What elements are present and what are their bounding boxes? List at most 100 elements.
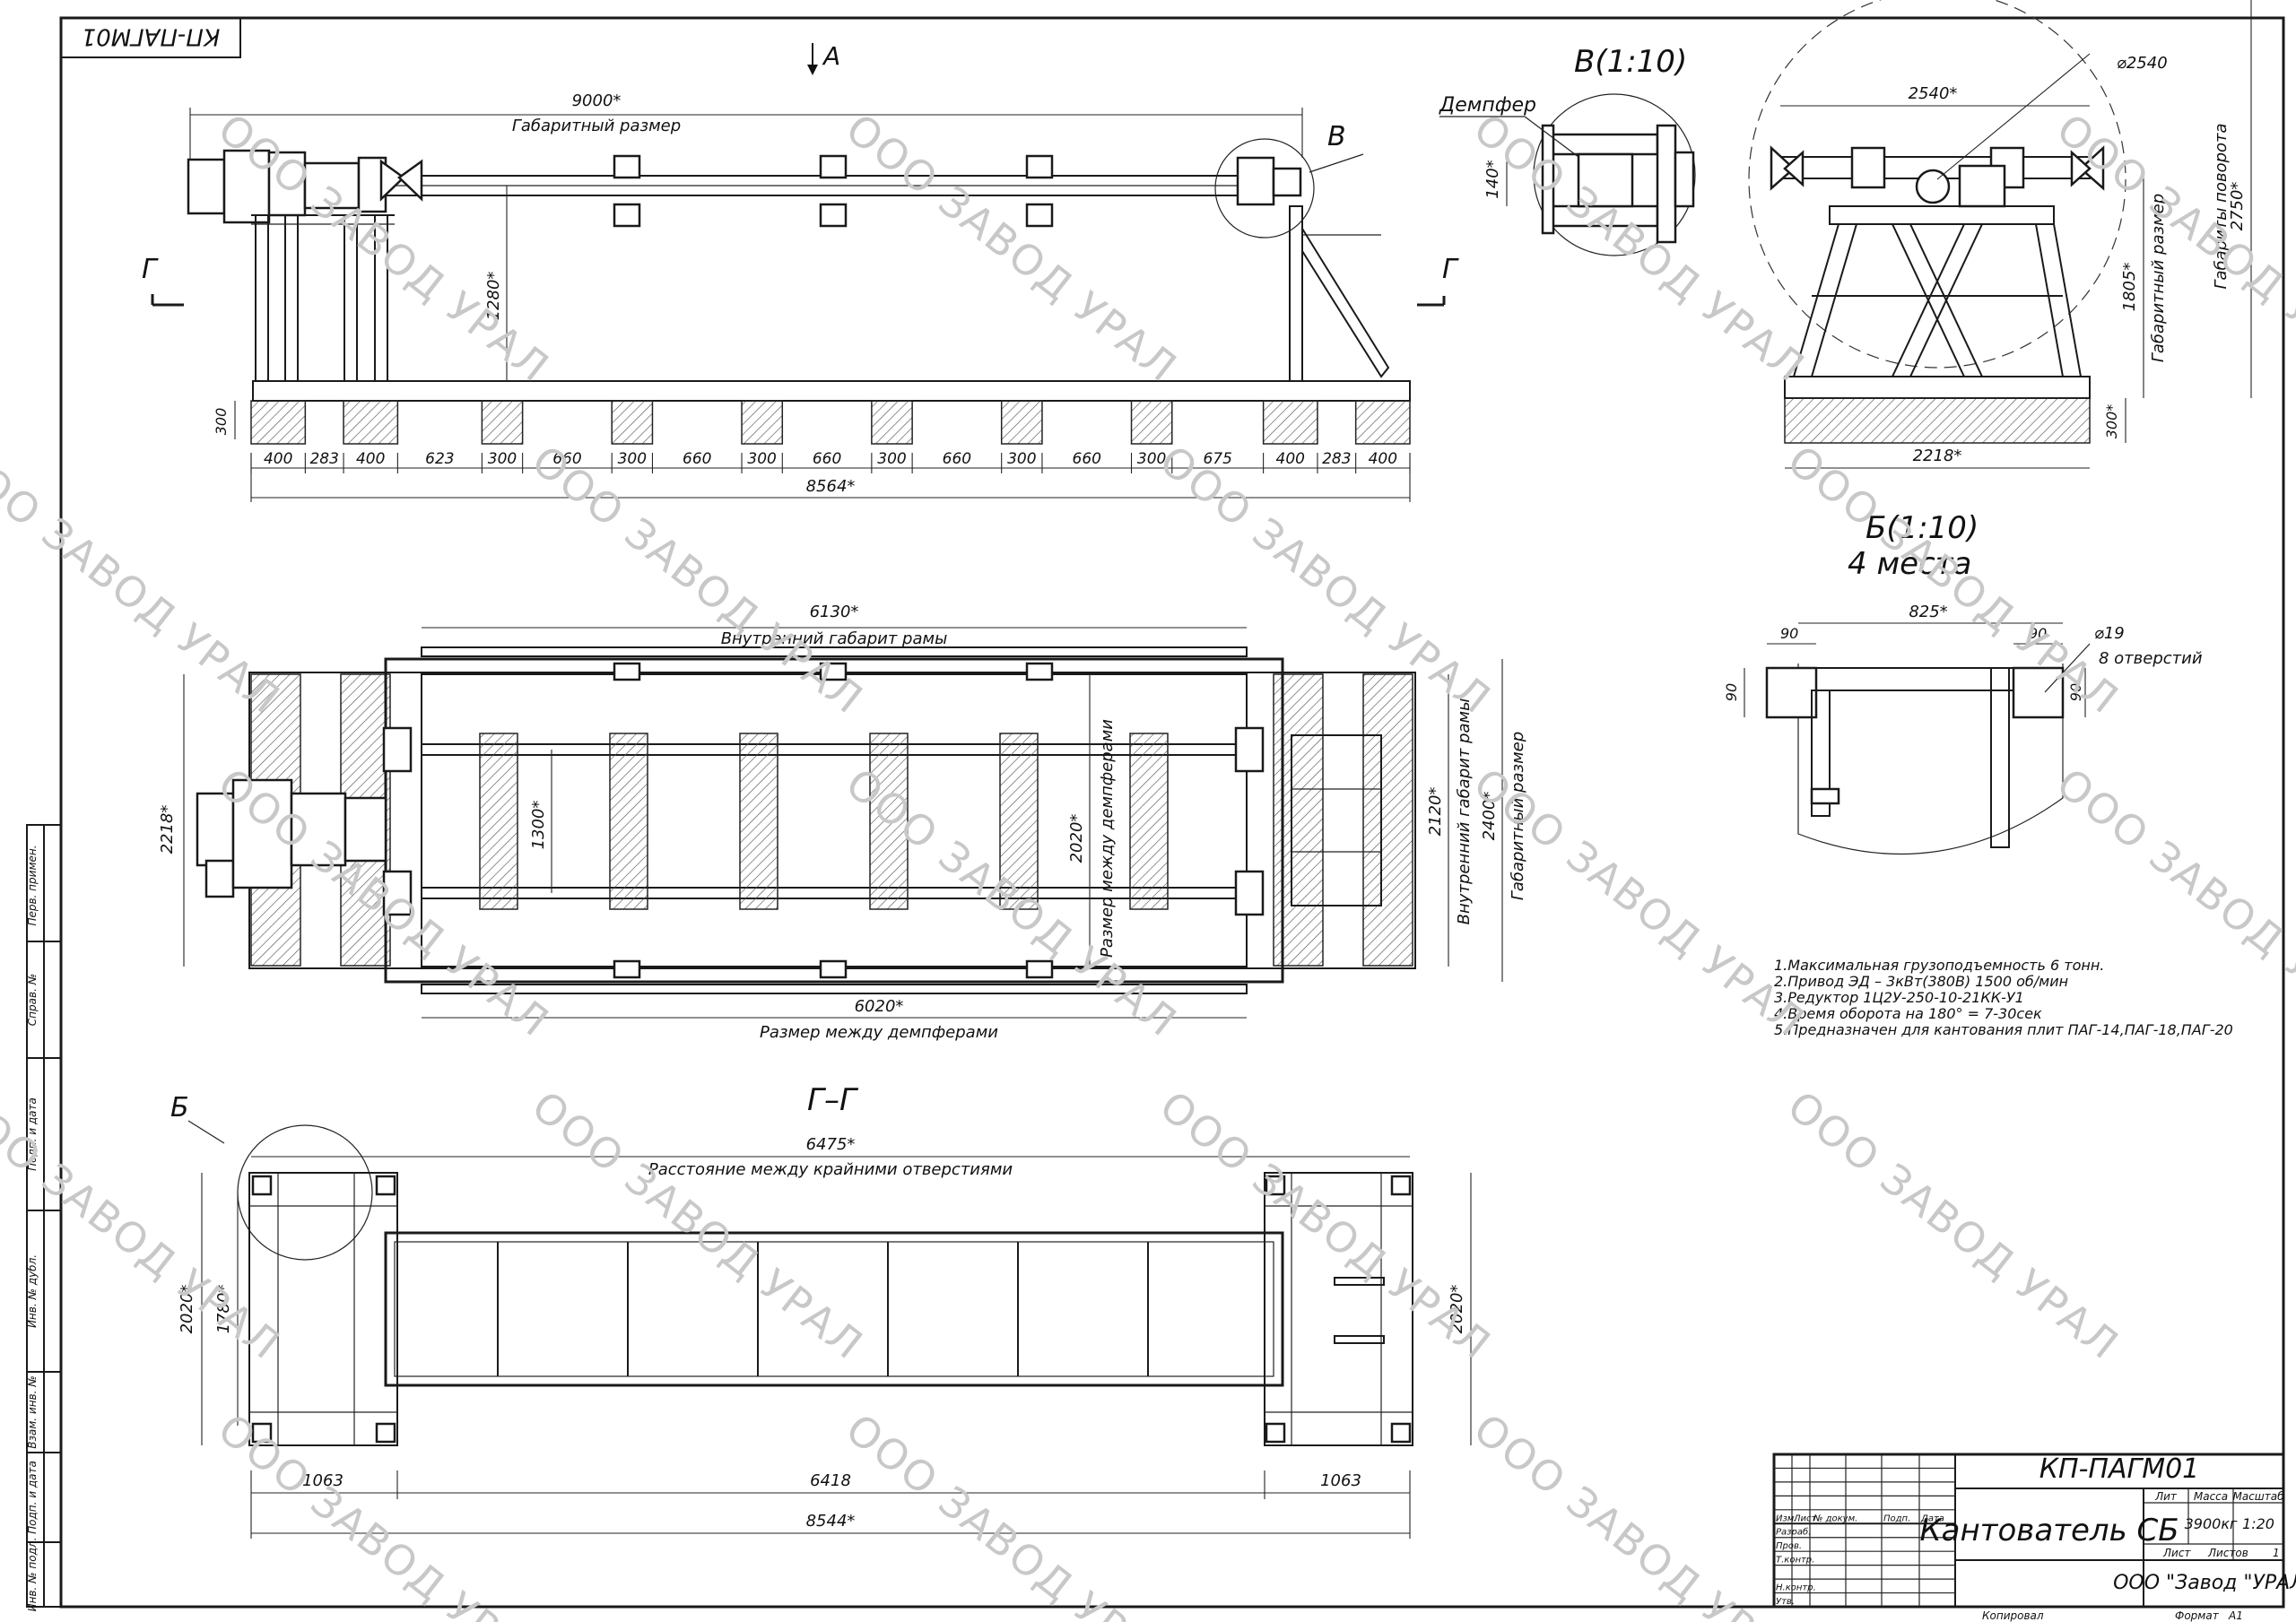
- foundation-block: [1354, 400, 1411, 445]
- fv-height: 1280*: [484, 272, 503, 321]
- plan-damper: [382, 870, 413, 916]
- sv-hframe: 1805*: [2120, 263, 2139, 312]
- spacing-label: 300: [747, 450, 776, 468]
- sg-h1780: 1780*: [214, 1285, 233, 1334]
- plan-clamp: [613, 959, 641, 979]
- detail-b-sub: 4 места: [1848, 546, 1971, 582]
- db-hole-caption: 8 отверстий: [2099, 649, 2203, 668]
- plan-view: 6130* Внутренний габарит рамы 6020* Разм…: [158, 603, 1527, 1042]
- fv-base: 300: [213, 408, 230, 436]
- pv-damper-caption: Размер между демпферами: [760, 1023, 998, 1042]
- spacing-label: 283: [309, 450, 338, 468]
- front-view: 9000* Габаритный размер 1280* 300 400 283…: [142, 41, 1459, 502]
- tb-name: Кантователь СБ: [1919, 1513, 2179, 1548]
- sv-base: 300*: [2103, 404, 2120, 439]
- corner-plate: [375, 1422, 396, 1444]
- db-90c: 90: [1723, 683, 1740, 701]
- beam-clamp: [1025, 203, 1054, 228]
- spacing-label: 400: [356, 450, 385, 468]
- sg-holes-caption: Расстояние между крайними отверстиями: [648, 1160, 1013, 1179]
- support-plate: [739, 733, 778, 910]
- spacing-label: 400: [1276, 450, 1305, 468]
- watermark-text: ООО ЗАВОД УРАЛ: [1465, 759, 1814, 1046]
- side-stamp-label: Взам. инв. №: [26, 1375, 39, 1448]
- view-b-label: В: [1327, 121, 1346, 152]
- plan-clamp: [819, 959, 848, 979]
- foundation-block: [871, 400, 913, 445]
- tb-role: Т.контр.: [1776, 1556, 1814, 1566]
- beam-clamp: [819, 154, 848, 179]
- foundation-block: [1130, 400, 1173, 445]
- side-stamp-label: Справ. №: [26, 974, 39, 1026]
- plan-clamp: [1025, 959, 1054, 979]
- plan-damper: [1234, 726, 1265, 773]
- plan-clamp: [819, 662, 848, 681]
- spacing-label: 623: [425, 450, 454, 468]
- beam-clamp: [1025, 154, 1054, 179]
- spacing-label: 300: [488, 450, 517, 468]
- sv-base-w: 2218*: [1913, 447, 1962, 465]
- side-stamp-label: Подп. и дата: [26, 1461, 39, 1534]
- db-90d: 90: [2067, 683, 2084, 701]
- tb-sheet: Лист: [2162, 1547, 2191, 1559]
- tb-col-header: Подп.: [1883, 1514, 1910, 1523]
- sg-1063l: 1063: [302, 1471, 344, 1490]
- spacing-label: 400: [264, 450, 292, 468]
- foundation-block: [611, 400, 654, 445]
- spacing-label: 660: [552, 450, 581, 468]
- foundation-block: [481, 400, 524, 445]
- corner-plate: [251, 1175, 273, 1196]
- tb-scale: 1:20: [2242, 1515, 2274, 1532]
- tb-role: Утв.: [1776, 1597, 1795, 1607]
- section-g-right: Г: [1442, 254, 1459, 285]
- sv-htotal: 2750*: [2228, 182, 2247, 231]
- watermark-text: ООО ЗАВОД УРАЛ: [837, 1404, 1187, 1622]
- detail-b: Б(1:10) 4 места 825* 90 90 90 90 ⌀19 8 о…: [1723, 510, 2203, 855]
- sv-width: 2540*: [1909, 84, 1958, 103]
- tb-company: ООО "Завод "УРАЛ": [2113, 1572, 2296, 1594]
- spacing-label: 660: [1073, 450, 1101, 468]
- corner-plate: [251, 1422, 273, 1444]
- watermark-text: ООО ЗАВОД УРАЛ: [1151, 1081, 1500, 1369]
- foundation-block: [741, 400, 784, 445]
- tb-sheets-val: 1: [2273, 1547, 2280, 1559]
- note-line: 4.Время оборота на 180° = 7-30сек: [1774, 1005, 2042, 1022]
- tb-col-scale: Масштаб: [2232, 1490, 2284, 1503]
- tb-code: КП-ПАГМ01: [2039, 1453, 2200, 1485]
- side-stamp-label: Инв. № дубл.: [26, 1254, 39, 1328]
- tb-col-lit: Лит: [2154, 1490, 2178, 1503]
- sg-h2020r: 2020*: [1448, 1285, 1466, 1334]
- corner-plate: [1265, 1422, 1286, 1444]
- plan-clamp: [613, 662, 641, 681]
- sg-holes: 6475*: [806, 1135, 856, 1154]
- fv-length-caption: Габаритный размер: [512, 117, 681, 135]
- support-plate: [999, 733, 1039, 910]
- note-line: 5.Предназначен для кантования плит ПАГ-1…: [1774, 1021, 2233, 1038]
- tb-sheets: Листов: [2207, 1547, 2248, 1559]
- tb-col-header: Изм.: [1776, 1514, 1797, 1523]
- pv-w2020: 2020*: [1067, 814, 1086, 863]
- sg-total: 8544*: [806, 1512, 856, 1531]
- tb-col-header: Лист: [1793, 1514, 1818, 1523]
- note-line: 3.Редуктор 1Ц2У-250-10-21КК-У1: [1774, 989, 2024, 1006]
- tb-col-header: № докум.: [1813, 1514, 1857, 1523]
- section-gg-title: Г–Г: [807, 1082, 859, 1118]
- pv-damper: 6020*: [855, 997, 904, 1016]
- tb-role: Разраб.: [1776, 1527, 1811, 1538]
- support-plate: [869, 733, 909, 910]
- spacing-label: 300: [1007, 450, 1036, 468]
- fv-length: 9000*: [572, 91, 622, 110]
- spacing-label: 300: [1137, 450, 1166, 468]
- spacing-label: 660: [683, 450, 711, 468]
- db-span: 825*: [1909, 603, 1947, 621]
- arrow-a-label: А: [822, 41, 840, 71]
- plan-damper: [382, 726, 413, 773]
- corner-plate: [375, 1175, 396, 1196]
- pv-w2020-caption: Размер между демпферами: [1098, 719, 1117, 958]
- fv-total: 8564*: [806, 477, 856, 496]
- db-90b: 90: [2029, 625, 2047, 642]
- watermark-text: ООО ЗАВОД УРАЛ: [1151, 436, 1500, 724]
- sg-1063r: 1063: [1320, 1471, 1361, 1490]
- watermark-text: ООО ЗАВОД УРАЛ: [1779, 1081, 2128, 1369]
